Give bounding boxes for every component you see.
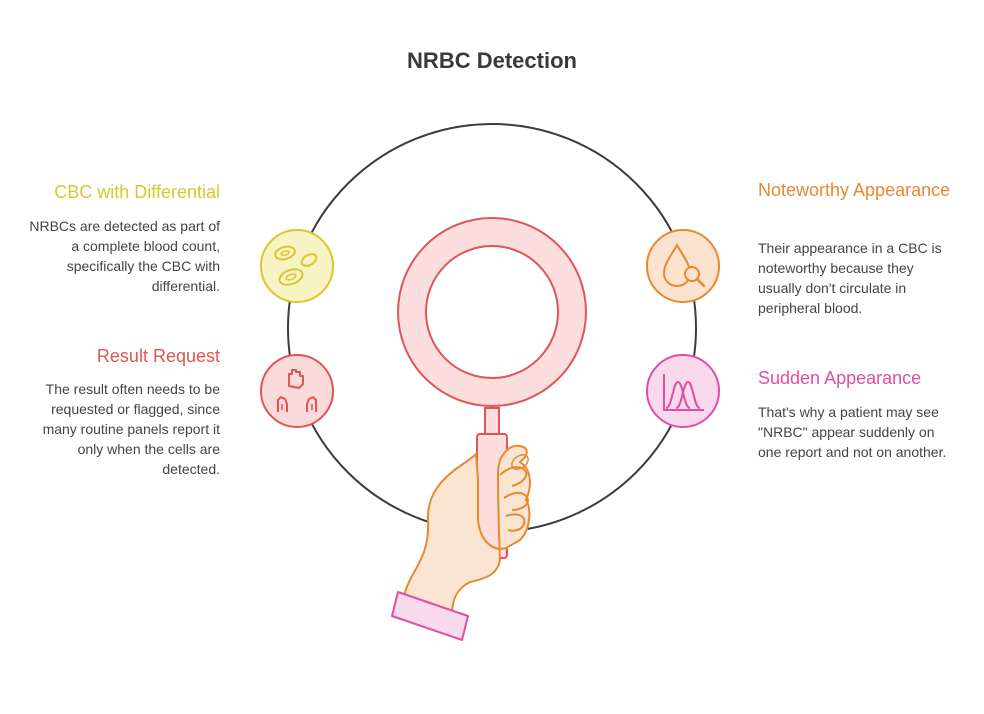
sudden-description: That's why a patient may see "NRBC" appe… — [758, 404, 947, 460]
result-description: The result often needs to be requested o… — [42, 381, 220, 477]
raised-hands-icon — [260, 354, 334, 428]
red-blood-cells-icon — [260, 229, 334, 303]
cbc-heading: CBC with Differential — [54, 182, 220, 202]
page-title: NRBC Detection — [407, 48, 577, 73]
noteworthy-description: Their appearance in a CBC is noteworthy … — [758, 240, 942, 316]
result-heading: Result Request — [96, 346, 220, 366]
cbc-description: NRBCs are detected as part of a complete… — [29, 218, 220, 294]
blood-drop-magnifier-icon — [646, 229, 720, 303]
hand-holding-magnifier-icon — [391, 217, 587, 641]
distribution-chart-icon — [646, 354, 720, 428]
noteworthy-heading: Noteworthy Appearance — [758, 180, 951, 200]
sudden-heading: Sudden Appearance — [758, 368, 922, 388]
